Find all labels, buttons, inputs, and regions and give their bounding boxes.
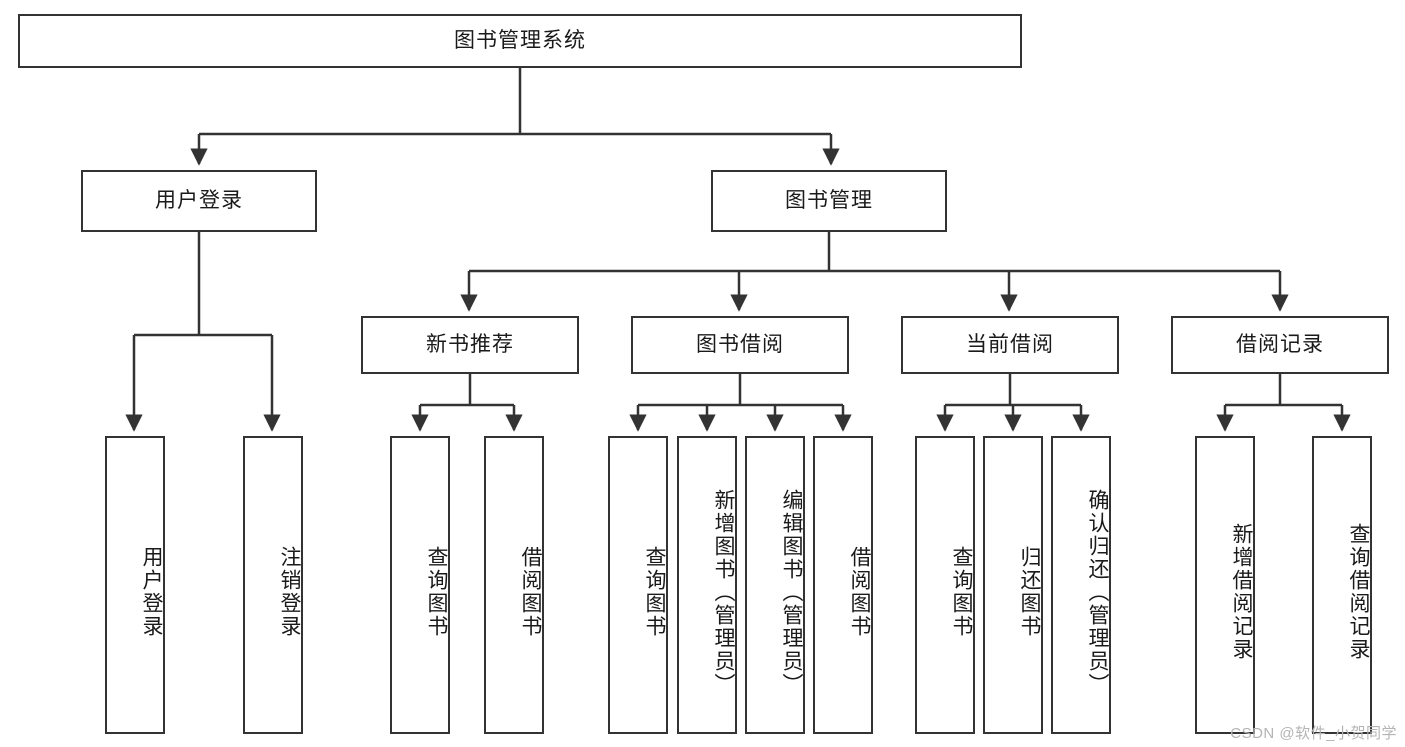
node-borrow-record[interactable]: 借阅记录 [1171, 316, 1389, 374]
node-leaf-user-login[interactable]: 用户登录 [105, 436, 165, 734]
node-leaf-borrow-book-nbr-label: 借阅图书 [519, 546, 542, 638]
node-leaf-add-record-label: 新增借阅记录 [1230, 523, 1253, 661]
node-leaf-query-book-nbr[interactable]: 查询图书 [390, 436, 450, 734]
node-root[interactable]: 图书管理系统 [18, 14, 1022, 68]
node-leaf-confirm-return-label: 确认归还（管理员） [1086, 488, 1109, 696]
node-root-label: 图书管理系统 [454, 29, 586, 53]
node-new-book-recommend-label: 新书推荐 [426, 333, 514, 357]
node-book-manage[interactable]: 图书管理 [711, 170, 947, 232]
node-leaf-query-book-cb-label: 查询图书 [950, 546, 973, 638]
node-user-login[interactable]: 用户登录 [81, 170, 317, 232]
node-leaf-borrow-book-bb[interactable]: 借阅图书 [813, 436, 873, 734]
node-leaf-return-book-label: 归还图书 [1018, 546, 1041, 638]
node-leaf-query-book-nbr-label: 查询图书 [425, 546, 448, 638]
node-book-borrow-label: 图书借阅 [696, 333, 784, 357]
node-leaf-query-book-bb[interactable]: 查询图书 [608, 436, 668, 734]
node-leaf-edit-book[interactable]: 编辑图书（管理员） [745, 436, 805, 734]
node-leaf-confirm-return[interactable]: 确认归还（管理员） [1051, 436, 1111, 734]
node-leaf-edit-book-label: 编辑图书（管理员） [780, 488, 803, 696]
node-leaf-user-login-label: 用户登录 [140, 546, 163, 638]
node-leaf-borrow-book-bb-label: 借阅图书 [848, 546, 871, 638]
watermark: CSDN @软件_小贺同学 [1230, 725, 1397, 742]
node-current-borrow-label: 当前借阅 [966, 333, 1054, 357]
node-leaf-add-record[interactable]: 新增借阅记录 [1195, 436, 1255, 734]
node-leaf-query-book-bb-label: 查询图书 [643, 546, 666, 638]
node-leaf-query-record[interactable]: 查询借阅记录 [1312, 436, 1372, 734]
node-user-login-label: 用户登录 [155, 189, 243, 213]
node-leaf-add-book[interactable]: 新增图书（管理员） [677, 436, 737, 734]
node-leaf-logout-label: 注销登录 [278, 546, 301, 638]
node-borrow-record-label: 借阅记录 [1236, 333, 1324, 357]
node-leaf-return-book[interactable]: 归还图书 [983, 436, 1043, 734]
node-leaf-borrow-book-nbr[interactable]: 借阅图书 [484, 436, 544, 734]
node-current-borrow[interactable]: 当前借阅 [901, 316, 1119, 374]
node-leaf-query-book-cb[interactable]: 查询图书 [915, 436, 975, 734]
node-leaf-add-book-label: 新增图书（管理员） [712, 488, 735, 696]
node-book-borrow[interactable]: 图书借阅 [631, 316, 849, 374]
node-leaf-logout[interactable]: 注销登录 [243, 436, 303, 734]
node-book-manage-label: 图书管理 [785, 189, 873, 213]
node-leaf-query-record-label: 查询借阅记录 [1347, 523, 1370, 661]
node-new-book-recommend[interactable]: 新书推荐 [361, 316, 579, 374]
